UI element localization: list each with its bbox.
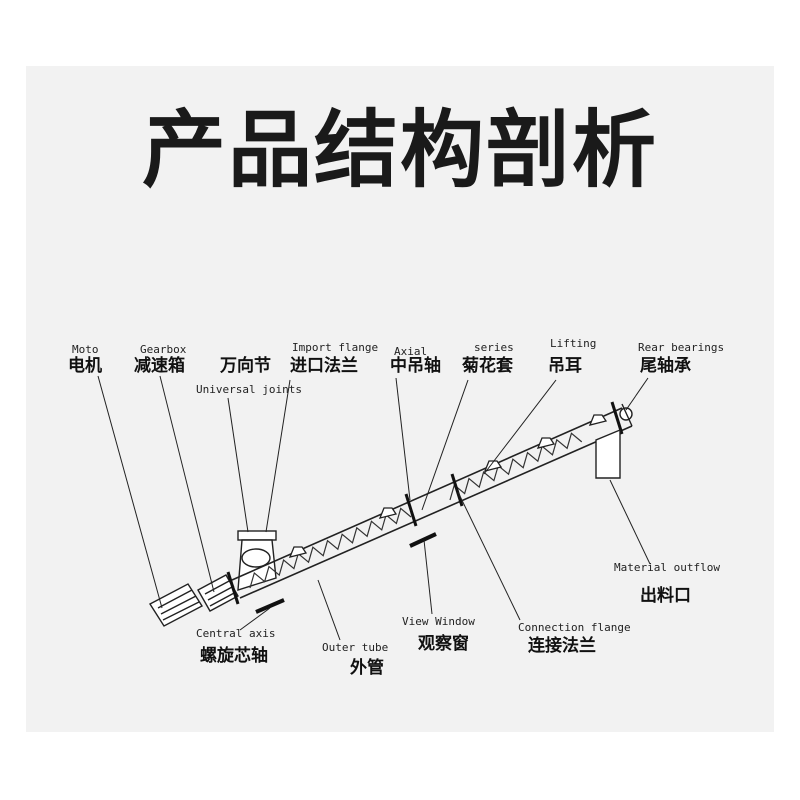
- label-lifting-zh: 吊耳: [548, 356, 582, 376]
- label-view-window-zh: 观察窗: [418, 634, 469, 654]
- view-windows: [255, 532, 437, 614]
- page-title: 产品结构剖析: [141, 101, 658, 199]
- diagram-panel: [26, 66, 774, 732]
- label-outer-tube-en: Outer tube: [322, 641, 389, 654]
- label-axial-zh: 中吊轴: [390, 356, 441, 376]
- label-series-en: series: [474, 341, 514, 354]
- label-rear-bearings-en: Rear bearings: [638, 341, 725, 354]
- inlet-body: [237, 530, 277, 591]
- label-series-zh: 菊花套: [462, 356, 513, 376]
- material-outlet: [595, 428, 621, 479]
- motor-body: [149, 583, 203, 627]
- label-central-axis-zh: 螺旋芯轴: [200, 646, 268, 666]
- outer-tube: [231, 407, 633, 599]
- label-lifting-en: Lifting: [550, 337, 597, 350]
- label-material-outflow-zh: 出料口: [640, 586, 691, 606]
- label-central-axis-en: Central axis: [196, 627, 276, 640]
- lifting-lugs: [288, 414, 608, 558]
- rear-bearing: [619, 403, 633, 427]
- leader-lines: [97, 375, 651, 641]
- spiral-flights: [249, 432, 583, 589]
- label-material-outflow-en: Material outflow: [614, 561, 720, 574]
- label-connection-flange-zh: 连接法兰: [528, 636, 596, 656]
- label-connection-flange-en: Connection flange: [518, 621, 631, 634]
- flanges: [226, 401, 624, 605]
- label-rear-bearings-zh: 尾轴承: [640, 356, 691, 376]
- label-gearbox-en: Gearbox: [140, 343, 187, 356]
- label-universal-joint-zh: 万向节: [220, 356, 271, 376]
- label-import-flange-en: Import flange: [292, 341, 379, 354]
- label-axial-en: Axial: [394, 345, 428, 358]
- gearbox-body: [197, 574, 239, 612]
- label-universal-joint-en: Universal joints: [196, 383, 302, 396]
- label-outer-tube-zh: 外管: [350, 658, 384, 678]
- label-gearbox-zh: 减速箱: [134, 356, 185, 376]
- label-motor-zh: 电机: [68, 356, 102, 376]
- label-motor-en: Moto: [72, 343, 99, 356]
- label-view-window-en: View Window: [402, 615, 475, 628]
- label-import-flange-zh: 进口法兰: [290, 356, 358, 376]
